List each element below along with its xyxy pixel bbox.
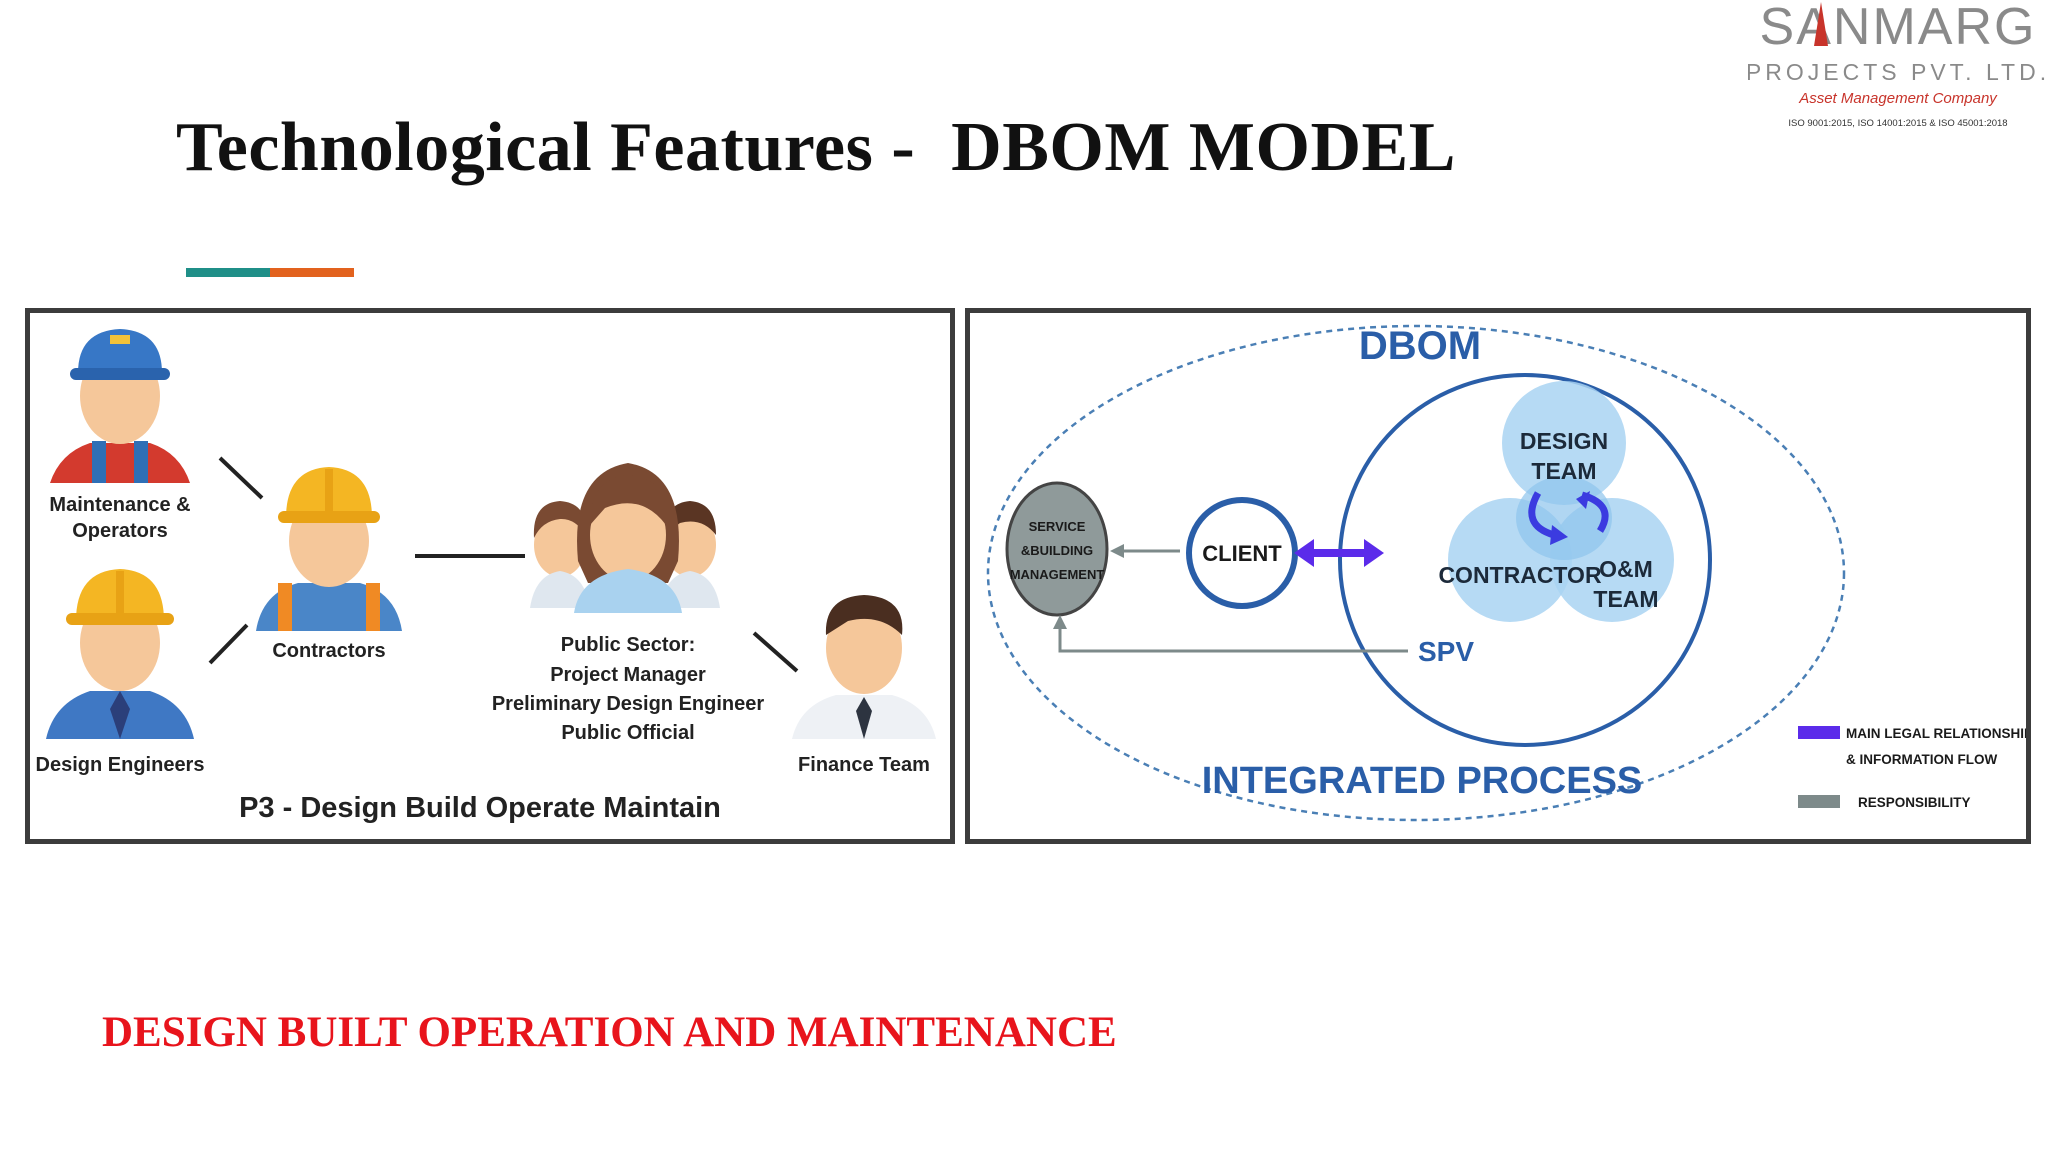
design-team-circle (1502, 381, 1626, 505)
label-om-team-line1: O&M (1599, 556, 1653, 582)
label-spv: SPV (1418, 636, 1474, 667)
dbom-title: DBOM (1359, 324, 1481, 368)
logo-name: SANMARG (1760, 0, 2037, 56)
label-contractors: Contractors (272, 640, 385, 662)
maintenance-worker-icon (50, 329, 190, 483)
connector-line (208, 623, 249, 665)
label-design-team-line2: TEAM (1531, 458, 1596, 484)
legend-main-line2: & INFORMATION FLOW (1846, 752, 1997, 767)
spv-responsibility-arrow (1058, 627, 1408, 653)
label-om-team-line2: TEAM (1593, 586, 1658, 612)
label-client: CLIENT (1202, 541, 1282, 566)
label-design-team-line1: DESIGN (1520, 428, 1608, 454)
integrated-process-boundary (986, 324, 1846, 822)
legend-swatch-responsibility (1798, 795, 1840, 808)
logo-subtitle: PROJECTS PVT. LTD. (1748, 59, 2048, 85)
logo-tower-icon (1814, 2, 1828, 46)
logo-tagline: Asset Management Company (1798, 90, 1998, 107)
label-design-engineers: Design Engineers (36, 754, 205, 776)
design-engineer-icon (46, 569, 194, 739)
label-contractor: CONTRACTOR (1438, 562, 1602, 588)
p3-diagram-panel: Maintenance & Operators Design Engineers… (25, 308, 955, 844)
cycle-arrows-icon (1528, 491, 1609, 545)
public-sector-group-icon (530, 463, 720, 613)
label-maintenance-line1: Maintenance & (49, 494, 190, 516)
connector-line (752, 631, 799, 673)
title-accent-teal (186, 268, 270, 277)
label-public-sector-line3: Preliminary Design Engineer (492, 693, 765, 715)
company-logo: SANMARG PROJECTS PVT. LTD. Asset Managem… (1748, 0, 2048, 129)
slide-title: Technological Features - DBOM MODEL (176, 109, 1456, 186)
finance-team-icon (792, 595, 936, 739)
title-accent-orange (270, 268, 354, 277)
label-public-sector-line1: Public Sector: (561, 634, 695, 656)
label-public-sector-line4: Public Official (561, 722, 694, 744)
service-building-management-node (1005, 481, 1109, 617)
label-service-line1: SERVICE (1029, 519, 1086, 534)
label-service-line2: &BUILDING (1021, 543, 1093, 558)
p3-caption: P3 - Design Build Operate Maintain (239, 792, 721, 824)
label-maintenance-line2: Operators (72, 520, 168, 542)
label-integrated-process: INTEGRATED PROCESS (1202, 760, 1643, 802)
label-public-sector-line2: Project Manager (550, 664, 706, 686)
legend-main-line1: MAIN LEGAL RELATIONSHIP (1846, 726, 2026, 741)
contractor-icon (256, 467, 402, 631)
footer-heading: DESIGN BUILT OPERATION AND MAINTENANCE (102, 1009, 1117, 1056)
label-finance-team: Finance Team (798, 754, 930, 776)
dbom-diagram-panel: DBOM DESIGN TEAM CONTRACTOR O&M TEAM SPV… (965, 308, 2031, 844)
legend-swatch-main (1798, 726, 1840, 739)
connector-line (218, 456, 264, 500)
label-service-line3: MANAGEMENT (1010, 567, 1105, 582)
legal-relationship-double-arrow (1294, 539, 1384, 567)
legend-responsibility: RESPONSIBILITY (1858, 795, 1971, 810)
logo-certifications: ISO 9001:2015, ISO 14001:2015 & ISO 4500… (1788, 118, 2007, 129)
